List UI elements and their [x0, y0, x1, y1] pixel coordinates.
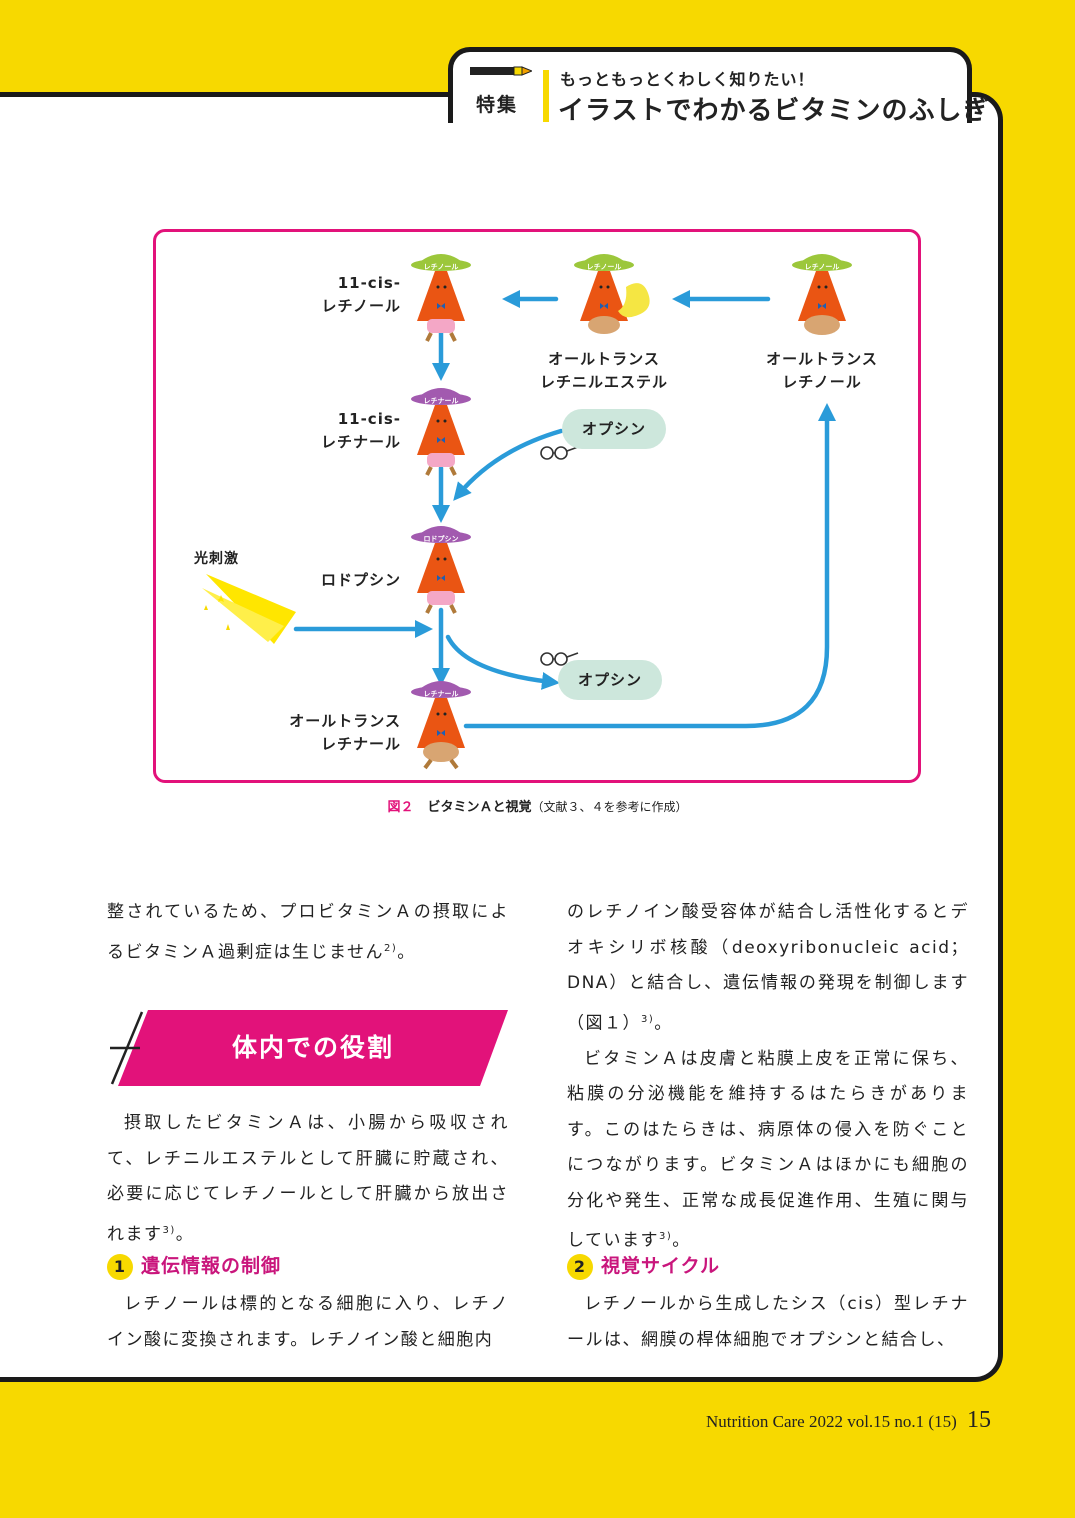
- character-cis-retinal: [411, 388, 471, 476]
- reference-mark: 3): [641, 1013, 655, 1025]
- vision-cycle-diagram: レチノール レチナール ロドプシン レチナール レチノール レチノール: [202, 254, 852, 770]
- character-retinyl-ester: [574, 254, 650, 334]
- glasses-icon: [540, 446, 579, 460]
- label-trans-retinol: オールトランス レチノール: [766, 350, 878, 391]
- right-column-tail: レチノールから生成したシス（cis）型レチナールは、網膜の桿体細胞でオプシンと結…: [567, 1287, 969, 1358]
- issue-info: 2022 vol.15 no.1 (15): [808, 1412, 957, 1431]
- light-rays-icon: [202, 574, 296, 644]
- section-banner: [110, 1010, 508, 1086]
- feature-subtitle: もっともっとくわしく知りたい！: [560, 70, 815, 89]
- left-paragraph: 整されているため、プロビタミンＡの摂取によるビタミンＡ過剰症は生じません: [107, 902, 509, 963]
- caption-number: 図２: [387, 800, 414, 815]
- label-trans-retinal: オールトランス レチナール: [289, 712, 401, 753]
- figure-caption: 図２ ビタミンＡと視覚（文献３、４を参考に作成）: [0, 796, 1075, 815]
- section-title: 体内での役割: [231, 1033, 394, 1062]
- right-paragraph: レチノールから生成したシス（cis）型レチナールは、網膜の桿体細胞でオプシンと結…: [567, 1294, 969, 1350]
- opsin-pill: オプシン: [562, 409, 666, 449]
- page-footer: Nutrition Care 2022 vol.15 no.1 (15) 15: [706, 1407, 991, 1434]
- number-badge: 1: [107, 1254, 133, 1280]
- hat-label: レチノール: [805, 263, 840, 271]
- hat-label: レチナール: [424, 397, 459, 405]
- figure-frame: レチノール レチナール ロドプシン レチナール レチノール レチノール 11-c…: [153, 229, 921, 783]
- character-trans-retinal: [411, 681, 471, 770]
- left-paragraph: レチノールは標的となる細胞に入り、レチノイン酸に変換されます。レチノイン酸と細胞…: [107, 1294, 509, 1350]
- title-bar: [543, 70, 549, 122]
- character-cis-retinol: [411, 254, 471, 342]
- feature-title: イラストでわかるビタミンのふしぎ: [558, 96, 990, 126]
- pen-icon: [470, 66, 532, 76]
- label-rhodopsin: ロドプシン: [320, 571, 401, 589]
- hat-label: レチノール: [587, 263, 622, 271]
- hat-label: ロドプシン: [424, 534, 459, 543]
- feature-label: 特集: [476, 94, 519, 116]
- page-number: 15: [967, 1407, 991, 1433]
- label-light: 光刺激: [194, 551, 239, 567]
- label-retinyl-ester: オールトランス レチニルエステル: [539, 350, 668, 391]
- opsin-pill: オプシン: [558, 660, 662, 700]
- left-paragraph: 摂取したビタミンＡは、小腸から吸収されて、レチニルエステルとして肝臓に貯蔵され、…: [107, 1113, 509, 1245]
- number-badge: 2: [567, 1254, 593, 1280]
- header-tab: [448, 47, 972, 123]
- right-paragraph: ビタミンＡは皮膚と粘膜上皮を正常に保ち、粘膜の分泌機能を維持するはたらきがありま…: [567, 1048, 969, 1251]
- character-trans-retinol: [792, 254, 852, 335]
- glasses-icon: [540, 652, 579, 666]
- right-paragraph: のレチノイン酸受容体が結合し活性化するとデオキシリボ核酸（deoxyribonu…: [567, 902, 969, 1034]
- arrow-rhodopsin-to-opsin: [445, 634, 560, 690]
- hat-label: レチナール: [424, 690, 459, 698]
- reference-mark: 3): [162, 1224, 176, 1236]
- hat-label: レチノール: [424, 263, 459, 271]
- label-cis-retinal: 11-cis- レチナール: [320, 410, 401, 451]
- arrow-trans-retinal-to-trans-retinol: [463, 403, 836, 729]
- left-column-body: 摂取したビタミンＡは、小腸から吸収されて、レチニルエステルとして肝臓に貯蔵され、…: [107, 1113, 509, 1245]
- left-column: 整されているため、プロビタミンＡの摂取によるビタミンＡ過剰症は生じません2)。: [107, 902, 509, 963]
- caption-note: （文献３、４を参考に作成）: [531, 800, 688, 814]
- left-column-tail: レチノールは標的となる細胞に入り、レチノイン酸に変換されます。レチノイン酸と細胞…: [107, 1287, 509, 1358]
- right-column: のレチノイン酸受容体が結合し活性化するとデオキシリボ核酸（deoxyribonu…: [567, 902, 969, 1251]
- label-cis-retinol: 11-cis- レチノール: [321, 274, 401, 315]
- caption-title: ビタミンＡと視覚: [427, 800, 532, 815]
- arrow-opsin-to-rhodopsin: [453, 428, 564, 501]
- reference-mark: 3): [659, 1231, 673, 1243]
- journal-name: Nutrition Care: [706, 1412, 805, 1431]
- reference-mark: 2): [384, 942, 398, 954]
- character-rhodopsin: [411, 526, 471, 614]
